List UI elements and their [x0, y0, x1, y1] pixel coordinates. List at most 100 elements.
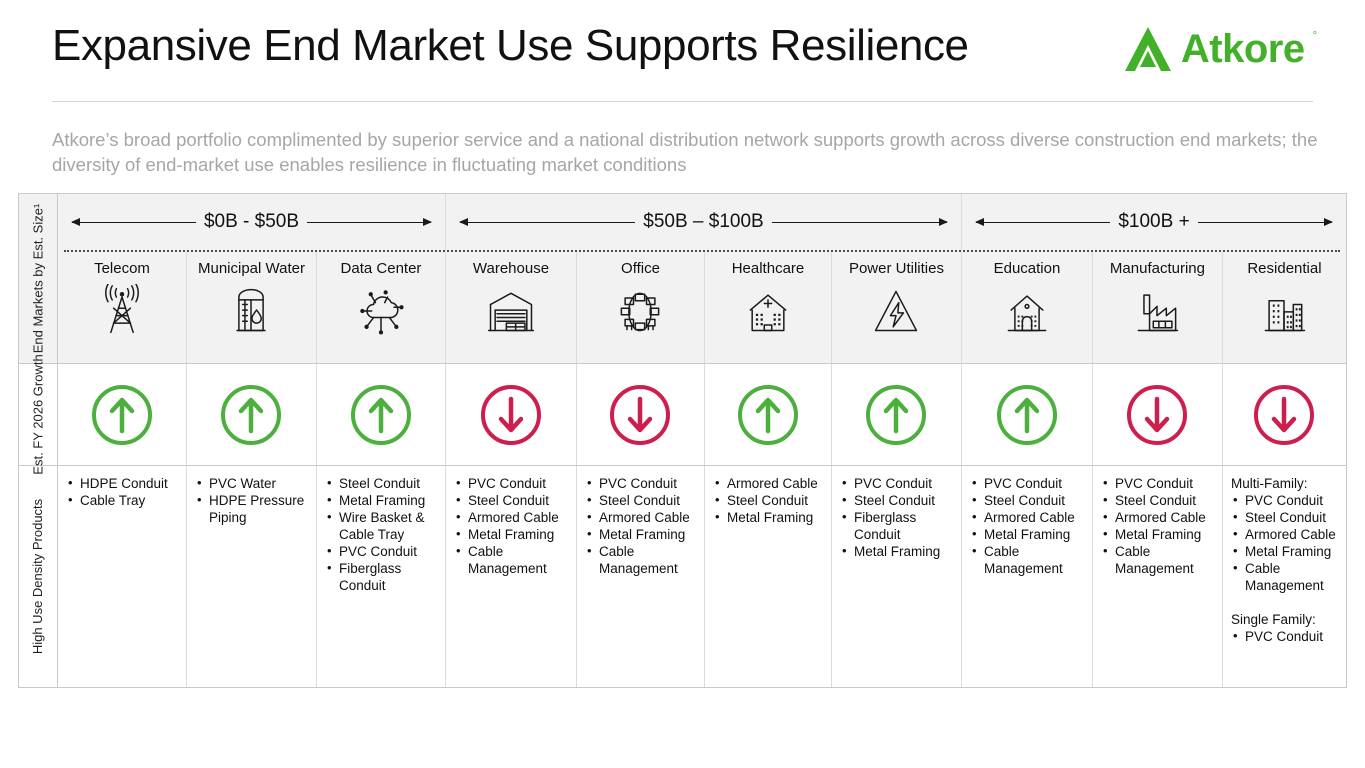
market-name: Education: [993, 260, 1061, 277]
product-item: PVC Conduit: [585, 474, 696, 492]
product-list: Steel ConduitMetal FramingWire Basket & …: [325, 474, 437, 594]
product-item: Steel Conduit: [325, 474, 437, 492]
dotted-divider: [64, 250, 1340, 252]
product-item: Armored Cable: [713, 474, 823, 492]
product-group-title: Single Family:: [1230, 612, 1316, 627]
market-header-data-center[interactable]: Data Center: [315, 252, 445, 363]
band-label: $50B – $100B: [643, 211, 764, 232]
arrow-down-icon: [477, 381, 545, 449]
market-header-warehouse[interactable]: Warehouse: [444, 252, 576, 363]
market-header-telecom[interactable]: Telecom: [58, 252, 186, 363]
market-name: Office: [621, 260, 660, 277]
market-header-residential[interactable]: Residential: [1221, 252, 1346, 363]
product-item: PVC Conduit: [970, 474, 1084, 492]
product-item: Cable Management: [970, 542, 1084, 577]
product-item: Steel Conduit: [970, 491, 1084, 509]
rail-products: High Use Density Products: [19, 466, 58, 687]
arrow-up-icon: [88, 381, 156, 449]
arrow-up-icon: [993, 381, 1061, 449]
product-list: PVC ConduitSteel ConduitArmored CableMet…: [454, 474, 568, 577]
product-item: Metal Framing: [454, 525, 568, 543]
growth-cell-residential: [1221, 364, 1346, 465]
market-header-office[interactable]: Office: [575, 252, 704, 363]
market-header-manufacturing[interactable]: Manufacturing: [1091, 252, 1222, 363]
product-item: PVC Water: [195, 474, 308, 492]
products-cell-municipal-water: PVC WaterHDPE Pressure Piping: [186, 466, 316, 687]
product-item: PVC Conduit: [454, 474, 568, 492]
product-item: PVC Conduit: [840, 474, 953, 492]
market-name: Data Center: [340, 260, 422, 277]
growth-cell-manufacturing: [1091, 364, 1222, 465]
product-item: PVC Conduit: [1101, 474, 1214, 492]
rail-size-label: End Markets by Est. Size¹: [30, 203, 46, 354]
band-arrow-left: [71, 217, 196, 226]
market-header-power-utilities[interactable]: Power Utilities: [830, 252, 961, 363]
hospital-icon: [740, 284, 796, 338]
products-cell-data-center: Steel ConduitMetal FramingWire Basket & …: [315, 466, 445, 687]
market-name: Power Utilities: [848, 260, 944, 277]
band-label: $0B - $50B: [203, 211, 300, 232]
product-list: Armored CableSteel ConduitMetal Framing: [713, 474, 823, 526]
school-icon: [999, 284, 1055, 338]
product-list: PVC ConduitSteel ConduitArmored CableMet…: [1101, 474, 1214, 577]
product-item: Steel Conduit: [454, 491, 568, 509]
factory-icon: [1129, 284, 1185, 338]
market-header-healthcare[interactable]: Healthcare: [703, 252, 831, 363]
size-bands: $0B - $50B $50B – $100B $100B +: [58, 194, 1346, 250]
growth-indicators: [58, 364, 1346, 465]
arrow-up-icon: [862, 381, 930, 449]
band-arrow-left: [458, 217, 636, 226]
product-item: Cable Management: [1231, 559, 1338, 594]
arrow-down-icon: [1123, 381, 1191, 449]
products-cell-office: PVC ConduitSteel ConduitArmored CableMet…: [575, 466, 704, 687]
growth-cell-warehouse: [444, 364, 576, 465]
atkore-triangle-logo-icon: [1123, 26, 1173, 72]
size-band-3: $100B +: [961, 194, 1346, 250]
table-products-row: High Use Density Products HDPE ConduitCa…: [19, 466, 1346, 688]
product-item: HDPE Conduit: [66, 474, 178, 492]
subtitle: Atkore’s broad portfolio complimented by…: [52, 129, 1318, 175]
products-cell-healthcare: Armored CableSteel ConduitMetal Framing: [703, 466, 831, 687]
product-item: Steel Conduit: [713, 491, 823, 509]
cloud-network-icon: [353, 284, 409, 338]
products-cell-power-utilities: PVC ConduitSteel ConduitFiberglass Condu…: [830, 466, 961, 687]
water-tower-icon: [223, 284, 279, 338]
product-item: Cable Management: [585, 542, 696, 577]
market-name: Warehouse: [472, 260, 550, 277]
products-cell-residential: Multi-Family:PVC ConduitSteel ConduitArm…: [1221, 466, 1346, 687]
product-item: Cable Tray: [66, 491, 178, 509]
product-list: PVC ConduitSteel ConduitArmored CableMet…: [1231, 491, 1338, 594]
products-cell-manufacturing: PVC ConduitSteel ConduitArmored CableMet…: [1091, 466, 1222, 687]
band-label: $100B +: [1118, 211, 1190, 232]
conference-table-icon: [612, 284, 668, 338]
arrow-up-icon: [217, 381, 285, 449]
header-divider: [52, 101, 1313, 102]
table-header-row: End Markets by Est. Size¹ $0B - $50B $50…: [19, 194, 1346, 364]
atkore-logo-text: Atkore: [1180, 27, 1305, 71]
product-item: Metal Framing: [1101, 525, 1214, 543]
band-arrow-right: [1197, 217, 1334, 226]
product-item: Wire Basket & Cable Tray: [325, 508, 437, 543]
page-title: Expansive End Market Use Supports Resili…: [52, 21, 969, 70]
product-item: Metal Framing: [585, 525, 696, 543]
product-cells: HDPE ConduitCable Tray PVC WaterHDPE Pres…: [58, 466, 1346, 687]
product-item: Cable Management: [454, 542, 568, 577]
product-item: PVC Conduit: [325, 542, 437, 560]
product-item: Metal Framing: [325, 491, 437, 509]
market-name: Healthcare: [731, 260, 805, 277]
market-header-municipal-water[interactable]: Municipal Water: [186, 252, 316, 363]
product-item: HDPE Pressure Piping: [195, 491, 308, 526]
growth-cell-power-utilities: [830, 364, 961, 465]
product-item: Metal Framing: [840, 542, 953, 560]
product-item: Armored Cable: [1101, 508, 1214, 526]
market-header-education[interactable]: Education: [960, 252, 1092, 363]
rail-growth-label: Est. FY 2026 Growth: [30, 354, 46, 475]
size-band-1: $0B - $50B: [58, 194, 445, 250]
product-item: Cable Management: [1101, 542, 1214, 577]
growth-cell-office: [575, 364, 704, 465]
market-name: Municipal Water: [198, 260, 305, 277]
product-group-title: Multi-Family:: [1230, 476, 1308, 491]
product-item: PVC Conduit: [1231, 491, 1338, 509]
table-growth-row: Est. FY 2026 Growth: [19, 354, 1346, 475]
product-item: Steel Conduit: [840, 491, 953, 509]
